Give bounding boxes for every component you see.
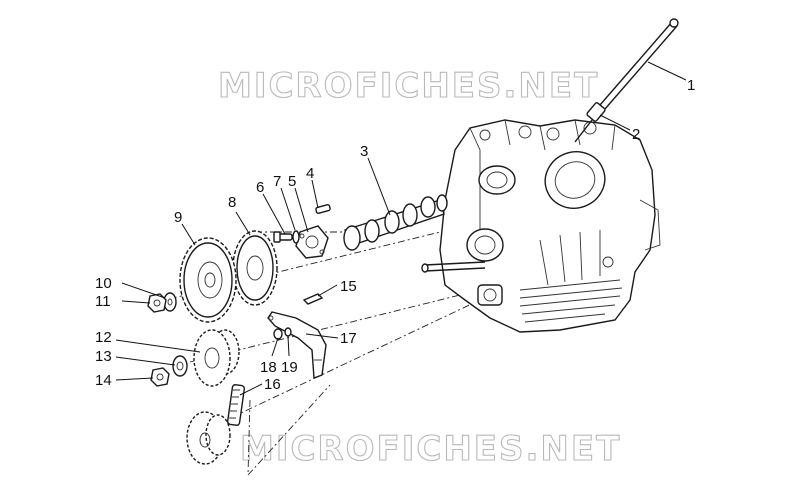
part-number-8: 8 (228, 194, 236, 211)
part-number-13: 13 (95, 348, 112, 365)
part-number-labels: 1 2 3 4 5 7 6 8 9 10 11 12 13 14 15 16 1… (95, 77, 695, 393)
part-6-bolt (273, 231, 293, 243)
part-12-double-gear (193, 329, 240, 387)
part-number-9: 9 (174, 209, 182, 226)
part-5-flange (295, 225, 329, 259)
part-8-cam-gear (232, 230, 278, 306)
part-9-large-gear (179, 237, 237, 323)
leader-lines (115, 61, 687, 396)
part-number-16: 16 (264, 376, 281, 393)
part-number-18: 18 (260, 359, 277, 376)
part-1-rod (599, 18, 679, 110)
watermark-top: MICROFICHES.NET (218, 66, 599, 106)
part-19-washer (284, 327, 292, 337)
part-number-7: 7 (273, 173, 281, 190)
part-number-15: 15 (340, 278, 357, 295)
part-number-17: 17 (340, 330, 357, 347)
part-13-washer (172, 355, 188, 377)
part-number-19: 19 (281, 359, 298, 376)
part-15-key (302, 293, 324, 305)
watermark-bottom: MICROFICHES.NET (240, 429, 621, 469)
part-number-2: 2 (632, 126, 640, 143)
part-number-10: 10 (95, 275, 112, 292)
part-11-nut (147, 293, 167, 313)
part-number-12: 12 (95, 329, 112, 346)
part-number-1: 1 (687, 77, 695, 94)
part-16-chain (226, 384, 246, 426)
part-number-3: 3 (360, 143, 368, 160)
part-7-washer (292, 230, 300, 244)
cylinder-head-assembly (439, 119, 661, 333)
part-4-pin (315, 204, 331, 214)
part-number-4: 4 (306, 165, 314, 182)
part-number-6: 6 (256, 179, 264, 196)
part-number-5: 5 (288, 173, 296, 190)
part-18-bolt (273, 328, 283, 340)
part-14-nut (150, 367, 170, 387)
part-number-11: 11 (95, 293, 111, 310)
lower-sprocket (186, 411, 231, 465)
head-output-shaft (421, 261, 486, 273)
part-number-14: 14 (95, 372, 112, 389)
part-3-camshaft (343, 194, 448, 251)
